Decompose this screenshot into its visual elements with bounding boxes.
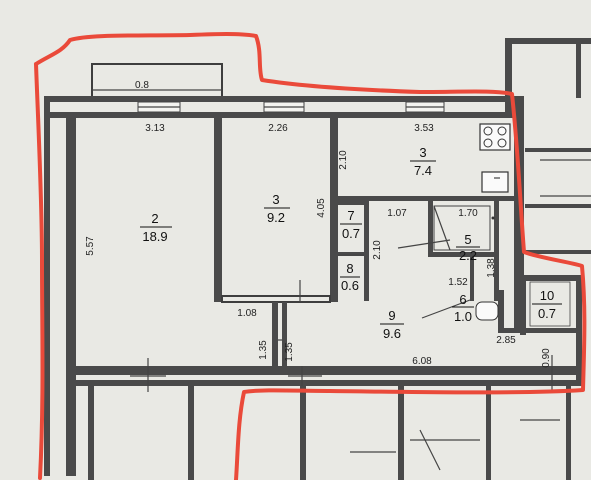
dim-hall-stub-width: 1.08: [237, 308, 257, 319]
dim-room2-height: 5.57: [85, 236, 96, 256]
room-area-3b: 7.4: [414, 163, 432, 178]
room-number-5: 5: [464, 232, 471, 247]
room-number-3a: 3: [272, 192, 279, 207]
bathtub-icon: [433, 205, 495, 251]
windows: [137, 101, 445, 113]
stove-icon: [479, 123, 511, 151]
closet-10-fixture: [529, 281, 571, 327]
room-number-10: 10: [540, 288, 554, 303]
toilet-icon: [475, 301, 499, 321]
room-area-5: 2.2: [459, 248, 477, 263]
room-area-3a: 9.2: [267, 210, 285, 225]
room-number-8: 8: [346, 261, 353, 276]
room-label-3b: 3 7.4: [410, 145, 436, 178]
neighbor-structures: [505, 38, 591, 254]
dim-kitchen-width: 3.53: [414, 123, 434, 134]
room-label-9: 9 9.6: [380, 308, 404, 341]
room-area-2: 18.9: [142, 229, 167, 244]
room-label-7: 7 0.7: [340, 208, 362, 241]
dim-balcony: 0.8: [135, 80, 149, 91]
dim-wc-width: 1.52: [448, 277, 468, 288]
room-label-6: 6 1.0: [452, 292, 474, 324]
dim-closet8-height: 2.10: [372, 240, 383, 260]
room-label-2: 2 18.9: [140, 211, 172, 244]
room-label-3a: 3 9.2: [264, 192, 290, 225]
dim-kitchen-depth: 2.10: [338, 150, 349, 170]
room-number-3b: 3: [419, 145, 426, 160]
room-number-7: 7: [347, 208, 354, 223]
sink-icon: [481, 171, 509, 193]
lower-structures: [88, 386, 571, 480]
room-label-5: 5 2.2: [456, 232, 480, 263]
dim-room3a-height: 4.05: [316, 198, 327, 218]
dim-room2-width: 3.13: [145, 123, 165, 134]
room-number-6: 6: [459, 292, 466, 307]
partitions: [214, 118, 514, 368]
balcony: [91, 63, 223, 101]
room-area-9: 9.6: [383, 326, 401, 341]
dim-hall-stub-height-2: 1.35: [284, 342, 295, 362]
dim-wc-height: 1.38: [486, 258, 497, 278]
room-area-8: 0.6: [341, 278, 359, 293]
room-area-7: 0.7: [342, 226, 360, 241]
walls: [44, 96, 582, 476]
dim-room3a-width: 2.26: [268, 123, 288, 134]
dim-bath-width: 1.70: [458, 208, 478, 219]
room-number-2: 2: [151, 211, 158, 226]
room-label-10: 10 0.7: [532, 288, 562, 321]
room-label-8: 8 0.6: [340, 261, 360, 293]
dim-hall-stub-height: 1.35: [258, 340, 269, 360]
room-number-9: 9: [388, 308, 395, 323]
dim-corridor-length: 6.08: [412, 356, 432, 367]
dim-closet7-width: 1.07: [387, 208, 407, 219]
dim-closet10-width: 2.85: [496, 335, 516, 346]
dim-closet10-depth: 0.90: [541, 348, 552, 368]
room-area-10: 0.7: [538, 306, 556, 321]
apartment-outline: [34, 32, 587, 480]
room-area-6: 1.0: [454, 309, 472, 324]
dimension-labels: 0.8 3.13 2.26 3.53 5.57 4.05 2.10 1.07 2…: [85, 80, 552, 368]
